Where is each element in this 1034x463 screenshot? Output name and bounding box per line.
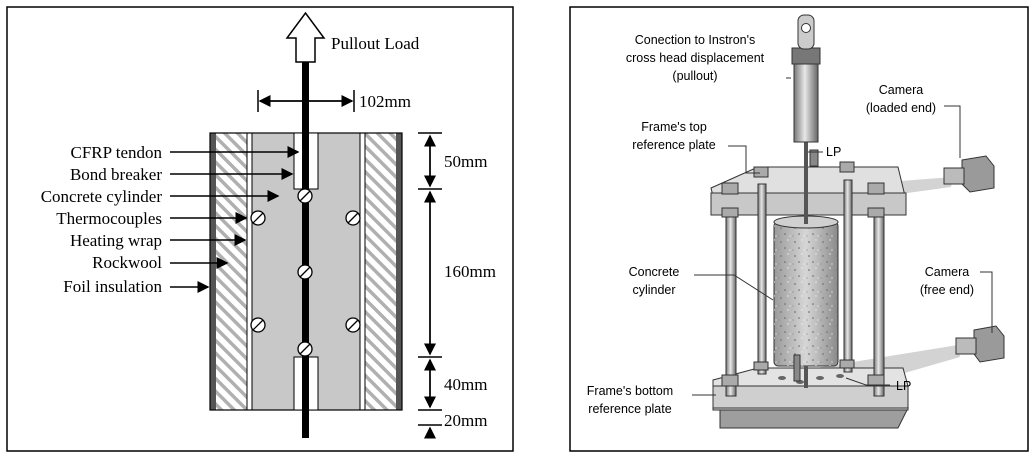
frame-rods — [725, 179, 885, 397]
label-lp-top: LP — [826, 145, 841, 159]
tendon-bottom — [804, 366, 808, 388]
label-bottom-plate-line1: Frame's bottom — [587, 384, 673, 398]
test-frame-svg: Conection to Instron's cross head displa… — [569, 6, 1029, 452]
top-nuts — [721, 161, 885, 218]
heating-wrap-right — [359, 132, 366, 411]
label-connection-line3: (pullout) — [672, 69, 717, 83]
dim-160mm: 160mm — [444, 262, 496, 281]
label-foil-insulation: Foil insulation — [63, 277, 162, 296]
label-heating-wrap: Heating wrap — [70, 231, 162, 250]
foil-insulation-right — [396, 133, 402, 410]
dim-20mm: 20mm — [444, 411, 487, 430]
instron-eye-hole — [801, 23, 811, 33]
camera-loaded-end-icon — [943, 155, 995, 193]
label-top-plate-line1: Frame's top — [641, 120, 707, 134]
label-thermocouples: Thermocouples — [56, 209, 162, 228]
rockwool-right — [365, 133, 396, 410]
label-bottom-plate-line2: reference plate — [588, 402, 671, 416]
thermocouple-markers — [250, 188, 361, 357]
label-camera-loaded-line2: (loaded end) — [866, 101, 936, 115]
leader-lines — [692, 77, 993, 396]
label-bond-breaker: Bond breaker — [70, 165, 162, 184]
vertical-dimensions — [418, 132, 442, 439]
bottom-plate-front — [712, 385, 909, 409]
bottom-plate-edge — [719, 407, 909, 429]
label-concrete-line2: cylinder — [632, 283, 675, 297]
thermocouple-icon — [345, 210, 361, 226]
pullout-load-label: Pullout Load — [331, 34, 420, 53]
instron-connector-body — [793, 59, 819, 143]
foil-insulation-left — [210, 133, 216, 410]
label-concrete-cylinder: Concrete cylinder — [41, 187, 163, 206]
label-camera-free-line2: (free end) — [920, 283, 974, 297]
test-frame-diagram: Conection to Instron's cross head displa… — [568, 0, 1034, 458]
thermocouple-icon — [250, 210, 266, 226]
lp-clamp-top — [809, 149, 819, 167]
label-camera-free-line1: Camera — [925, 265, 970, 279]
label-top-plate-line2: reference plate — [632, 138, 715, 152]
label-rockwool: Rockwool — [92, 253, 162, 272]
pullout-arrow-icon — [285, 11, 326, 63]
cross-section-svg: Pullout Load 102mm CFRP tendon Bond brea… — [6, 6, 514, 452]
label-concrete-line1: Concrete — [629, 265, 680, 279]
cross-section-diagram: Pullout Load 102mm CFRP tendon Bond brea… — [0, 0, 520, 458]
label-connection-line1: Conection to Instron's — [635, 33, 756, 47]
camera-free-end-icon — [955, 325, 1005, 363]
label-lp-bottom: LP — [896, 379, 911, 393]
concrete-texture — [774, 222, 838, 366]
thermocouple-icon — [345, 317, 361, 333]
thermocouple-icon — [297, 188, 313, 204]
dim-50mm: 50mm — [444, 152, 487, 171]
instron-connector-grip — [791, 47, 821, 65]
label-camera-loaded-line1: Camera — [879, 83, 924, 97]
dim-40mm: 40mm — [444, 375, 487, 394]
label-connection-line2: cross head displacement — [626, 51, 765, 65]
rockwool-left — [216, 133, 247, 410]
lp-clamp-bottom — [793, 354, 801, 382]
thermocouple-icon — [297, 264, 313, 280]
label-cfrp-tendon: CFRP tendon — [71, 143, 163, 162]
cfrp-tendon — [302, 62, 309, 438]
bottom-nuts — [721, 359, 885, 387]
tendon-rod — [804, 142, 808, 224]
width-dim-label: 102mm — [359, 92, 411, 111]
thermocouple-icon — [297, 341, 313, 357]
thermocouple-icon — [250, 317, 266, 333]
